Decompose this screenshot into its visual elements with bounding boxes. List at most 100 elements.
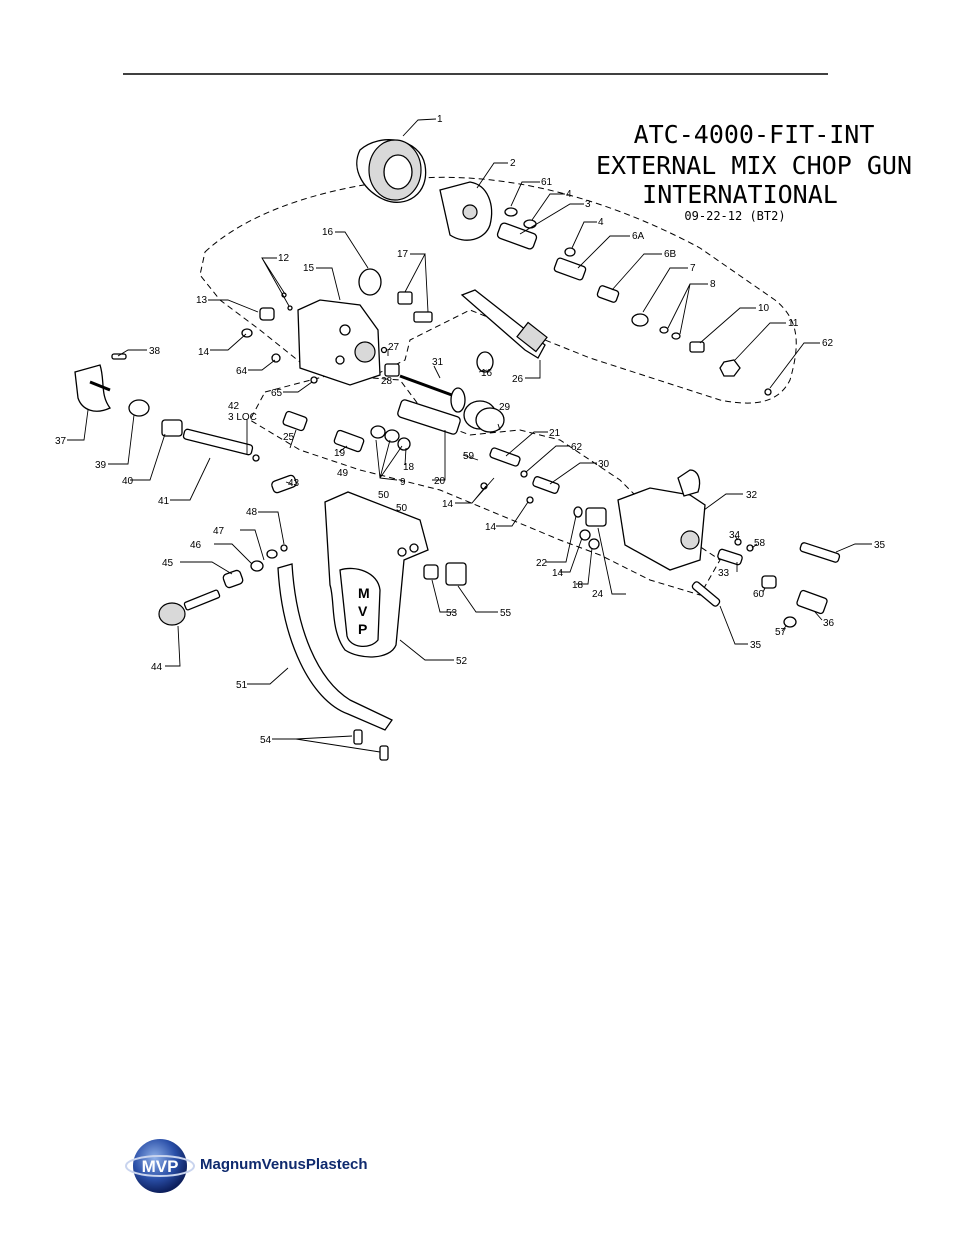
callout: 10 <box>758 303 770 314</box>
callout: 3 LOC <box>228 412 257 423</box>
callout: 6A <box>632 231 645 242</box>
callout: 25 <box>283 432 295 443</box>
callout: 62 <box>822 338 834 349</box>
part-washer-42 <box>252 454 260 462</box>
part-long-barrel <box>460 289 548 359</box>
callout: 1 <box>437 114 443 125</box>
callout: 3 <box>585 199 591 210</box>
callout: 41 <box>158 496 170 507</box>
callout: 53 <box>446 608 458 619</box>
part-fittings-row <box>496 207 772 396</box>
part-trigger-bar <box>277 563 393 731</box>
callout: 9 <box>400 477 406 488</box>
callout: 36 <box>823 618 835 629</box>
part-spool-20 <box>370 399 461 451</box>
callout: 6B <box>664 249 677 260</box>
callout: 49 <box>337 468 349 479</box>
part-nozzle-head <box>439 181 493 241</box>
callout: 26 <box>512 374 524 385</box>
callout: 13 <box>196 295 208 306</box>
part-right-fittings <box>691 538 841 628</box>
callout: 14 <box>485 522 497 533</box>
part-handle: M V P <box>324 491 429 658</box>
callout: 15 <box>303 263 315 274</box>
callout: 28 <box>381 376 393 387</box>
svg-text:MVP: MVP <box>142 1157 179 1176</box>
callout: 47 <box>213 526 225 537</box>
callout: 65 <box>271 388 283 399</box>
svg-text:P: P <box>358 621 367 637</box>
callout: 14 <box>552 568 564 579</box>
callout: 40 <box>122 476 134 487</box>
callout: 38 <box>149 346 161 357</box>
callout: 37 <box>55 436 67 447</box>
title-line-3: INTERNATIONAL <box>642 180 838 209</box>
callout: 21 <box>549 428 561 439</box>
part-rod-31 <box>380 346 466 413</box>
title-line-2: EXTERNAL MIX CHOP GUN <box>596 151 912 180</box>
mvp-globe-logo: MVP <box>125 1139 195 1193</box>
callout: 55 <box>500 608 512 619</box>
callout: 57 <box>775 627 787 638</box>
part-needle-21 <box>480 447 560 504</box>
part-screws-54 <box>353 729 389 761</box>
callout: 12 <box>278 253 290 264</box>
callout-labels: 1 2 61 4 3 4 6A 6B 7 8 10 11 62 16 17 12… <box>55 114 886 746</box>
callout: 4 <box>598 217 604 228</box>
callout: 39 <box>95 460 107 471</box>
svg-text:M: M <box>358 585 370 601</box>
callout: 2 <box>510 158 516 169</box>
callout: 27 <box>388 342 400 353</box>
callout: 48 <box>246 507 258 518</box>
callout: 54 <box>260 735 272 746</box>
callout: 22 <box>536 558 548 569</box>
callout: 19 <box>334 448 346 459</box>
part-main-body <box>297 299 381 386</box>
callout: 60 <box>753 589 765 600</box>
callout: 18 <box>572 580 584 591</box>
callout: 8 <box>710 279 716 290</box>
callout: 7 <box>690 263 696 274</box>
callout: 18 <box>403 462 415 473</box>
callout: 16 <box>481 368 493 379</box>
callout: 42 <box>228 401 240 412</box>
callout: 62 <box>571 442 583 453</box>
svg-text:V: V <box>358 603 368 619</box>
part-fittings-22-24 <box>573 506 607 550</box>
callout: 11 <box>788 318 799 329</box>
callout: 32 <box>746 490 758 501</box>
part-chopper-housing <box>617 469 706 571</box>
callout: 59 <box>463 451 475 462</box>
callout: 20 <box>434 476 446 487</box>
callout: 16 <box>322 227 334 238</box>
callout: 50 <box>396 503 408 514</box>
company-name: MagnumVenusPlastech <box>200 1156 368 1173</box>
company-logo: MVP MagnumVenusPlastech <box>124 1136 424 1196</box>
callout: 52 <box>456 656 468 667</box>
callout: 34 <box>729 530 741 541</box>
callout: 4 <box>566 189 572 200</box>
callout: 45 <box>162 558 174 569</box>
assembly-outline-upper <box>199 176 797 404</box>
callout: 24 <box>592 589 604 600</box>
callout: 46 <box>190 540 202 551</box>
callout: 31 <box>432 357 444 368</box>
part-trigger-knob <box>74 353 254 456</box>
leader-lines <box>67 118 872 753</box>
callout: 35 <box>750 640 762 651</box>
callout: 29 <box>499 402 511 413</box>
callout: 43 <box>288 478 300 489</box>
callout: 14 <box>442 499 454 510</box>
callout: 33 <box>718 568 730 579</box>
callout: 51 <box>236 680 248 691</box>
part-spring-29 <box>463 351 505 433</box>
callout: 58 <box>754 538 766 549</box>
callout: 64 <box>236 366 248 377</box>
part-air-cap-nut <box>356 139 427 203</box>
callout: 14 <box>198 347 210 358</box>
callout: 50 <box>378 490 390 501</box>
part-fittings-53-55 <box>423 562 467 586</box>
callout: 44 <box>151 662 163 673</box>
